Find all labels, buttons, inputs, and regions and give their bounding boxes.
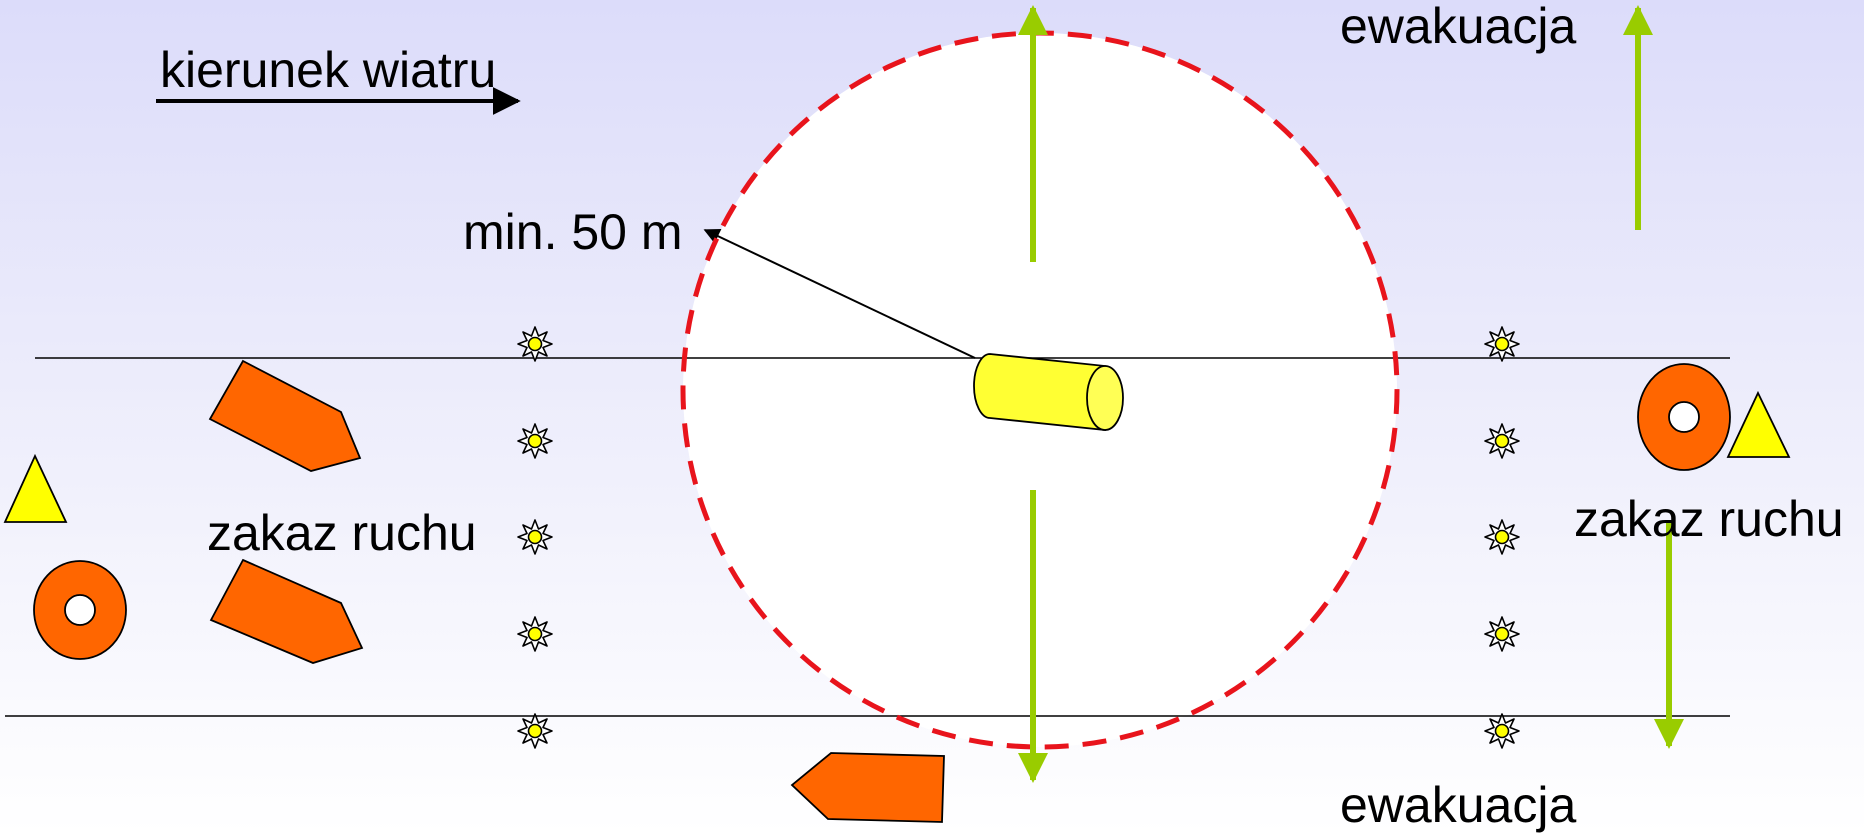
wind-direction-label: kierunek wiatru bbox=[160, 42, 497, 98]
flashing-light-icon bbox=[1484, 713, 1520, 749]
vehicle-pentagon-icon bbox=[208, 359, 362, 472]
warning-triangle-icon bbox=[3, 453, 68, 523]
radius-line bbox=[703, 228, 976, 359]
flashing-light-icon bbox=[1484, 519, 1520, 555]
evacuation-label-bottom: ewakuacja bbox=[1340, 777, 1577, 833]
vehicle-pentagon-icon bbox=[209, 558, 364, 664]
flashing-light-icon bbox=[1484, 616, 1520, 652]
flashing-light-icon bbox=[517, 616, 553, 652]
min-distance-label: min. 50 m bbox=[463, 204, 683, 260]
no-entry-sign-icon bbox=[1637, 363, 1731, 471]
evacuation-label-top: ewakuacja bbox=[1340, 0, 1577, 54]
cylinder-tank-icon bbox=[973, 353, 1124, 431]
flashing-light-icon bbox=[517, 423, 553, 459]
flashing-light-icon bbox=[1484, 423, 1520, 459]
flashing-light-icon bbox=[517, 519, 553, 555]
flashing-light-icon bbox=[1484, 326, 1520, 362]
flashing-light-icon bbox=[517, 326, 553, 362]
warning-triangle-icon bbox=[1726, 390, 1791, 458]
traffic-ban-label-left: zakaz ruchu bbox=[207, 505, 477, 561]
flashing-light-icon bbox=[517, 713, 553, 749]
traffic-ban-label-right: zakaz ruchu bbox=[1574, 491, 1844, 547]
no-entry-sign-icon bbox=[33, 560, 127, 660]
vehicle-pentagon-icon bbox=[790, 752, 945, 823]
